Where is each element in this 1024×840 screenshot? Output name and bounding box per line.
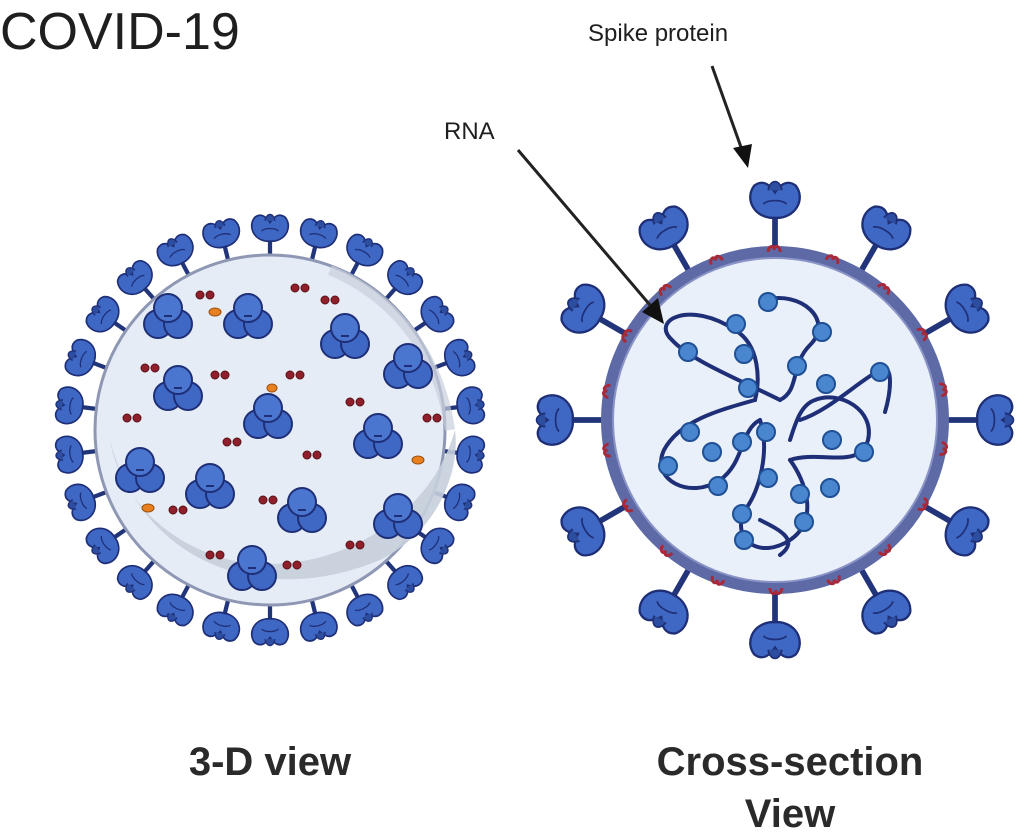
virus-cross-section <box>537 182 1014 659</box>
spike-protein-label: Spike protein <box>588 20 729 47</box>
caption-cross-section-line2: View <box>744 792 836 836</box>
spike-protein-icon <box>750 182 800 250</box>
arrow-spike <box>710 65 752 168</box>
rna-beads <box>658 292 890 550</box>
caption-cross-section-line1: Cross-section <box>656 740 924 784</box>
caption-cross-section: Cross-section View <box>620 736 960 840</box>
virus-3d-view <box>54 214 486 645</box>
spike-protein-icon <box>537 395 605 445</box>
caption-3d-view: 3-D view <box>188 740 352 784</box>
rna-label: RNA <box>444 118 495 145</box>
page-title: COVID-19 <box>0 3 240 61</box>
arrow-rna <box>516 149 664 324</box>
spike-protein-icon <box>945 395 1013 445</box>
spike-protein-icon <box>750 590 800 658</box>
